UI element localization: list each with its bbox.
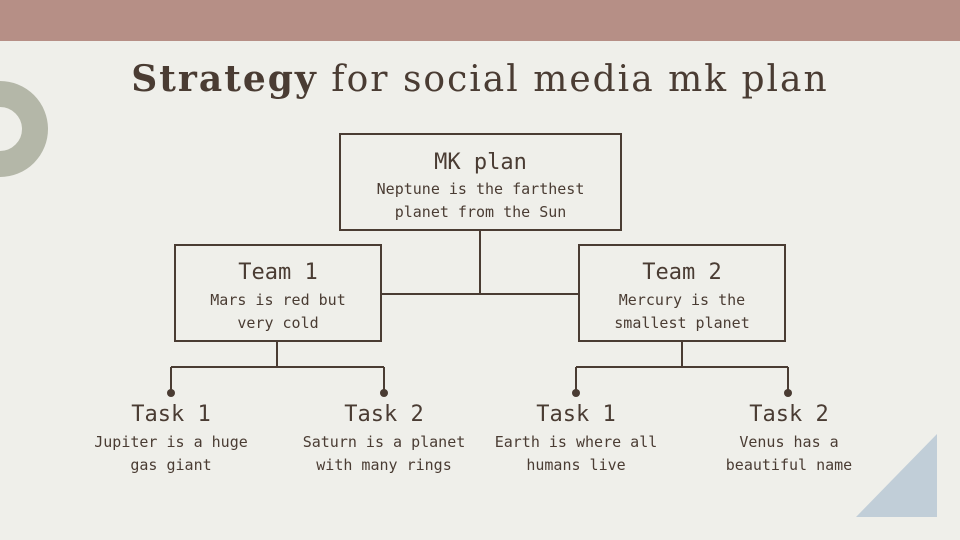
task2-heading: Task 2 <box>344 402 424 427</box>
task2-node-dot <box>380 389 388 397</box>
task4-node-dot <box>784 389 792 397</box>
team2-node: Team 2 Mercury is the smallest planet <box>578 244 786 342</box>
task1-description: Jupiter is a huge gas giant <box>94 433 248 474</box>
root-description: Neptune is the farthest planet from the … <box>376 180 585 221</box>
task1-node: Task 1 Jupiter is a huge gas giant <box>66 402 276 477</box>
task1-heading: Task 1 <box>131 402 211 427</box>
title-rest: for social media mk plan <box>331 59 829 100</box>
task3-node-dot <box>572 389 580 397</box>
team1-description: Mars is red but very cold <box>210 291 346 332</box>
ring-decoration <box>0 81 48 177</box>
task2-description: Saturn is a planet with many rings <box>302 433 466 474</box>
task4-node: Task 2 Venus has a beautiful name <box>684 402 894 477</box>
team1-heading: Team 1 <box>238 260 318 285</box>
task3-description: Earth is where all humans live <box>494 433 658 474</box>
title-bold: Strategy <box>131 58 318 100</box>
team2-description: Mercury is the smallest planet <box>614 291 750 332</box>
triangle-decoration <box>856 434 937 517</box>
task2-node: Task 2 Saturn is a planet with many ring… <box>279 402 489 477</box>
top-banner <box>0 0 960 41</box>
task3-heading: Task 1 <box>536 402 616 427</box>
task1-node-dot <box>167 389 175 397</box>
task3-node: Task 1 Earth is where all humans live <box>471 402 681 477</box>
task4-heading: Task 2 <box>749 402 829 427</box>
team2-heading: Team 2 <box>642 260 722 285</box>
page-title: Strategy for social media mk plan <box>0 58 960 100</box>
root-heading: MK plan <box>434 150 527 175</box>
team1-node: Team 1 Mars is red but very cold <box>174 244 382 342</box>
root-node: MK plan Neptune is the farthest planet f… <box>339 133 622 231</box>
task4-description: Venus has a beautiful name <box>725 433 853 474</box>
